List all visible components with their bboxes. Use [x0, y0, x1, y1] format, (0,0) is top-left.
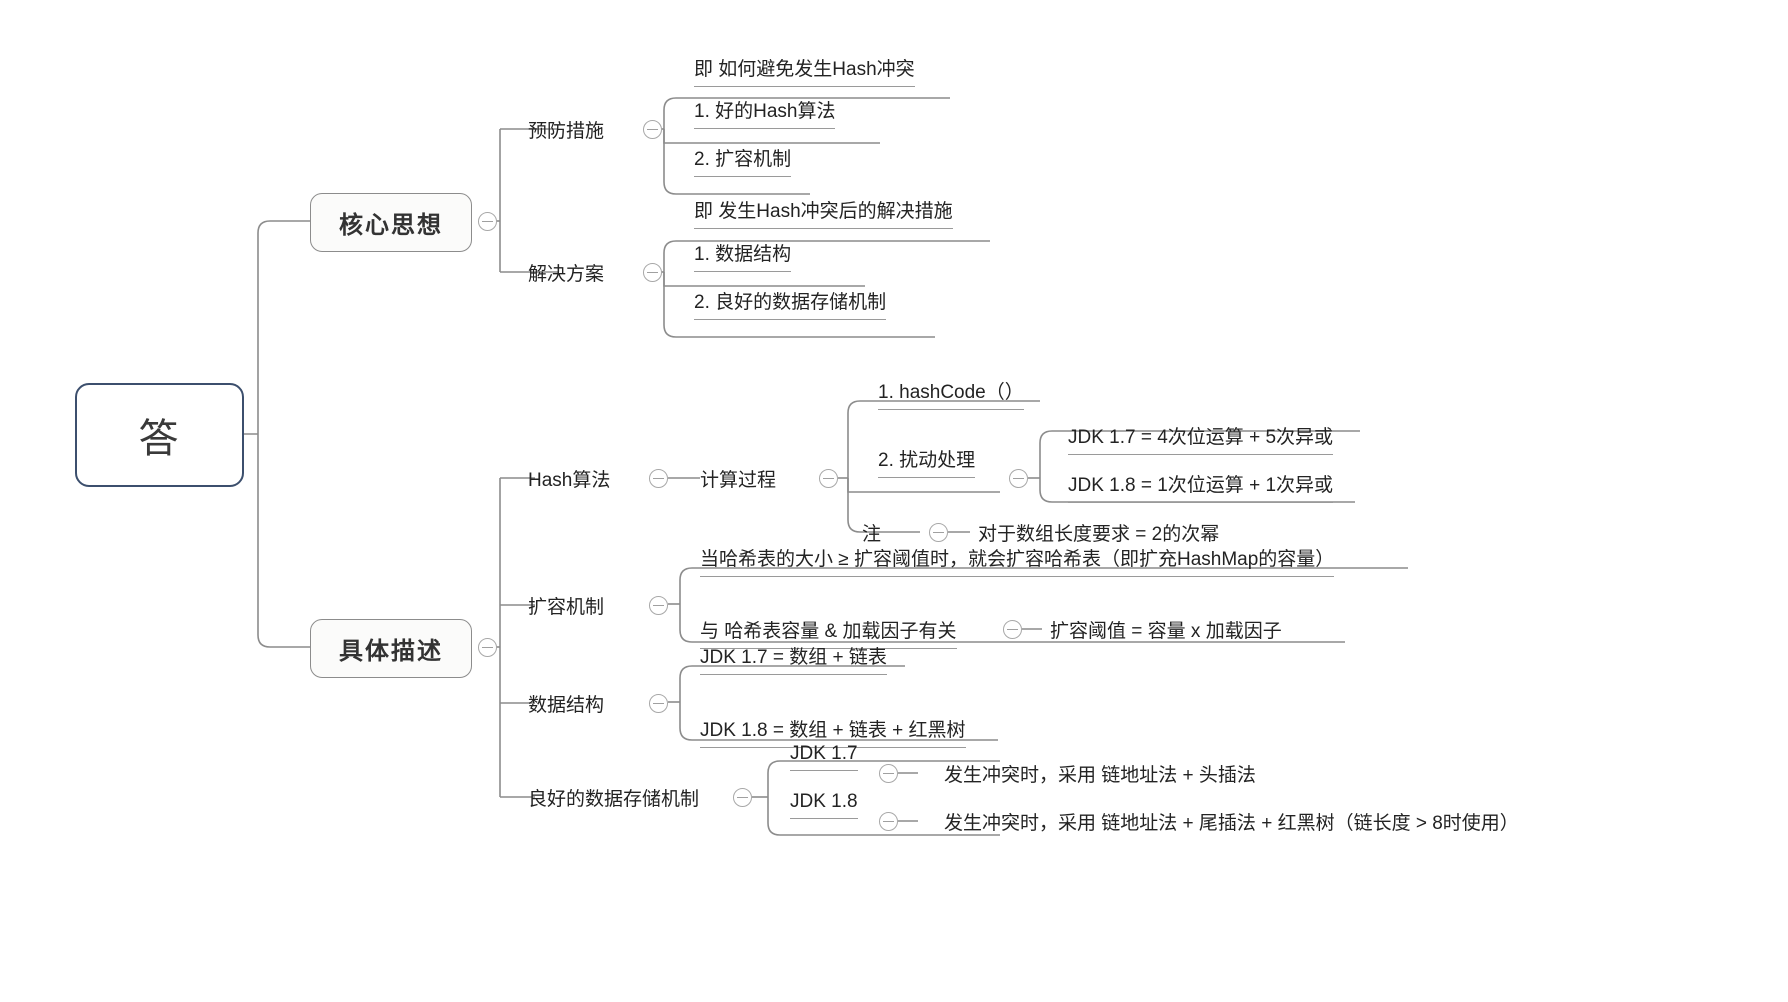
node-note[interactable]: 注 [862, 524, 882, 545]
toggle-resize-mechanism[interactable] [649, 596, 668, 615]
toggle-storage-mechanism[interactable] [733, 788, 752, 807]
leaf-resize-1[interactable]: 当哈希表的大小 ≥ 扩容阈值时，就会扩容哈希表（即扩充HashMap的容量） [700, 550, 1335, 577]
toggle-solution[interactable] [643, 263, 662, 282]
branch-node-core-idea[interactable]: 核心思想 [310, 193, 472, 252]
node-calc-process[interactable]: 计算过程 [700, 470, 777, 491]
node-prevention[interactable]: 预防措施 [528, 121, 605, 142]
leaf-prevention-1[interactable]: 1. 好的Hash算法 [694, 102, 836, 129]
leaf-resize-2[interactable]: 与 哈希表容量 & 加载因子有关 [700, 622, 957, 649]
leaf-calc-2-jdk18[interactable]: JDK 1.8 = 1次位运算 + 1次异或 [1068, 476, 1334, 503]
leaf-calc-2-jdk17[interactable]: JDK 1.7 = 4次位运算 + 5次异或 [1068, 428, 1334, 455]
node-storage-jdk18-detail[interactable]: 发生冲突时，采用 链地址法 + 尾插法 + 红黑树（链长度 > 8时使用） [944, 813, 1519, 834]
leaf-data-structure-jdk17[interactable]: JDK 1.7 = 数组 + 链表 [700, 648, 887, 675]
root-label: 答 [138, 417, 181, 461]
leaf-solution-note[interactable]: 即 发生Hash冲突后的解决措施 [694, 202, 953, 229]
node-solution[interactable]: 解决方案 [528, 264, 605, 285]
toggle-calc-2[interactable] [1009, 469, 1028, 488]
toggle-resize-2[interactable] [1003, 620, 1022, 639]
toggle-hash-algorithm[interactable] [649, 469, 668, 488]
leaf-storage-jdk17[interactable]: JDK 1.7 [790, 744, 858, 771]
leaf-calc-1[interactable]: 1. hashCode（） [878, 383, 1024, 410]
node-data-structure[interactable]: 数据结构 [528, 695, 605, 716]
branch-label-details: 具体描述 [339, 638, 443, 665]
toggle-storage-jdk18[interactable] [879, 812, 898, 831]
leaf-data-structure-jdk18[interactable]: JDK 1.8 = 数组 + 链表 + 红黑树 [700, 721, 966, 748]
node-hash-algorithm[interactable]: Hash算法 [528, 470, 611, 491]
leaf-storage-jdk18[interactable]: JDK 1.8 [790, 792, 858, 819]
leaf-calc-2[interactable]: 2. 扰动处理 [878, 451, 976, 478]
leaf-prevention-2[interactable]: 2. 扩容机制 [694, 150, 792, 177]
toggle-prevention[interactable] [643, 120, 662, 139]
toggle-storage-jdk17[interactable] [879, 764, 898, 783]
leaf-solution-2[interactable]: 2. 良好的数据存储机制 [694, 293, 887, 320]
node-resize-2-detail[interactable]: 扩容阈值 = 容量 x 加载因子 [1050, 621, 1282, 642]
toggle-data-structure[interactable] [649, 694, 668, 713]
toggle-calc-process[interactable] [819, 469, 838, 488]
node-storage-jdk17-detail[interactable]: 发生冲突时，采用 链地址法 + 头插法 [944, 765, 1256, 786]
node-storage-mechanism[interactable]: 良好的数据存储机制 [528, 789, 700, 810]
root-node[interactable]: 答 [75, 383, 244, 487]
node-note-detail[interactable]: 对于数组长度要求 = 2的次幂 [978, 524, 1220, 545]
leaf-solution-1[interactable]: 1. 数据结构 [694, 245, 792, 272]
node-resize-mechanism[interactable]: 扩容机制 [528, 597, 605, 618]
toggle-note[interactable] [929, 523, 948, 542]
toggle-core-idea[interactable] [478, 212, 497, 231]
toggle-details[interactable] [478, 638, 497, 657]
branch-node-details[interactable]: 具体描述 [310, 619, 472, 678]
branch-label-core-idea: 核心思想 [339, 212, 443, 239]
leaf-prevention-note[interactable]: 即 如何避免发生Hash冲突 [694, 60, 915, 87]
